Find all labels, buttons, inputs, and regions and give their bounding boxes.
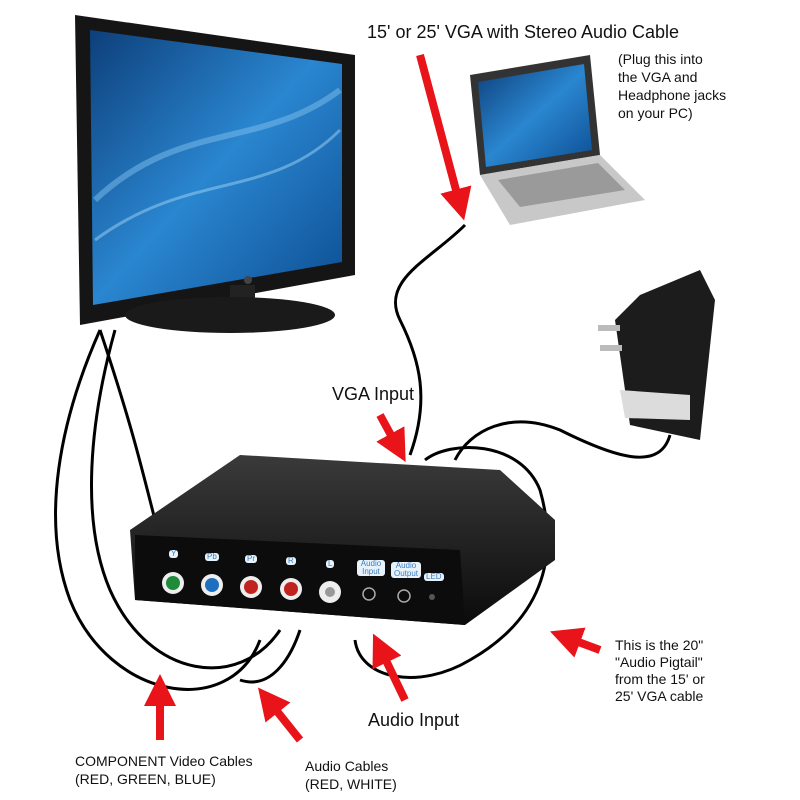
pigtail-note: This is the 20" "Audio Pigtail" from the… xyxy=(615,637,705,705)
pigtail-note-line: from the 15' or xyxy=(615,671,705,687)
arrow-audio-input xyxy=(372,633,409,702)
plug-note-line: Headphone jacks xyxy=(618,87,727,103)
arrow-pigtail xyxy=(550,627,602,658)
pigtail-note-line: 25' VGA cable xyxy=(615,688,704,704)
plug-note: (Plug this into the VGA and Headphone ja… xyxy=(618,50,726,122)
plug-note-line: (Plug this into xyxy=(618,51,703,67)
port-label-audio-input: Audio Input xyxy=(357,560,385,576)
vga-input-label: VGA Input xyxy=(332,384,415,404)
arrow-vga-input xyxy=(376,413,406,463)
plug-note-line: the VGA and xyxy=(618,69,698,85)
plug-note-line: on your PC) xyxy=(618,105,693,121)
port-label-audio-output: Audio Output xyxy=(391,562,421,578)
arrows xyxy=(144,53,602,743)
pigtail-note-line: "Audio Pigtail" xyxy=(615,654,703,670)
component-cables-label: COMPONENT Video Cables (RED, GREEN, BLUE… xyxy=(75,752,253,788)
component-cables-line: COMPONENT Video Cables xyxy=(75,753,253,769)
audio-cables-line: Audio Cables xyxy=(305,758,389,774)
tv xyxy=(75,15,355,333)
vga-cable xyxy=(393,223,467,456)
component-cable-3 xyxy=(98,329,162,541)
audio-cables-label: Audio Cables (RED, WHITE) xyxy=(305,757,397,793)
audio-cables-line: (RED, WHITE) xyxy=(305,776,397,792)
converter-box xyxy=(130,455,555,625)
cables xyxy=(54,223,672,691)
port-label-y: Y xyxy=(169,549,179,558)
component-cables-line: (RED, GREEN, BLUE) xyxy=(75,771,216,787)
component-cable-1 xyxy=(54,329,262,691)
pigtail-note-line: This is the 20" xyxy=(615,637,704,653)
audio-input-label: Audio Input xyxy=(368,710,460,730)
port-label-pr: Pr xyxy=(245,554,257,563)
port-label-r: R xyxy=(286,556,296,565)
port-label-l: L xyxy=(326,559,335,568)
port-label-led: LED xyxy=(424,572,444,581)
arrow-vga-cable xyxy=(416,53,472,221)
audio-cable xyxy=(239,629,302,684)
arrow-audio-cables xyxy=(258,687,304,743)
vga-cable-label: 15' or 25' VGA with Stereo Audio Cable xyxy=(367,22,680,42)
power-adapter xyxy=(598,270,715,440)
audio-pigtail-cable xyxy=(353,446,549,679)
laptop xyxy=(470,55,645,225)
component-cable-2 xyxy=(90,329,282,670)
power-cable xyxy=(453,420,672,461)
port-label-pb: Pb xyxy=(205,552,219,561)
